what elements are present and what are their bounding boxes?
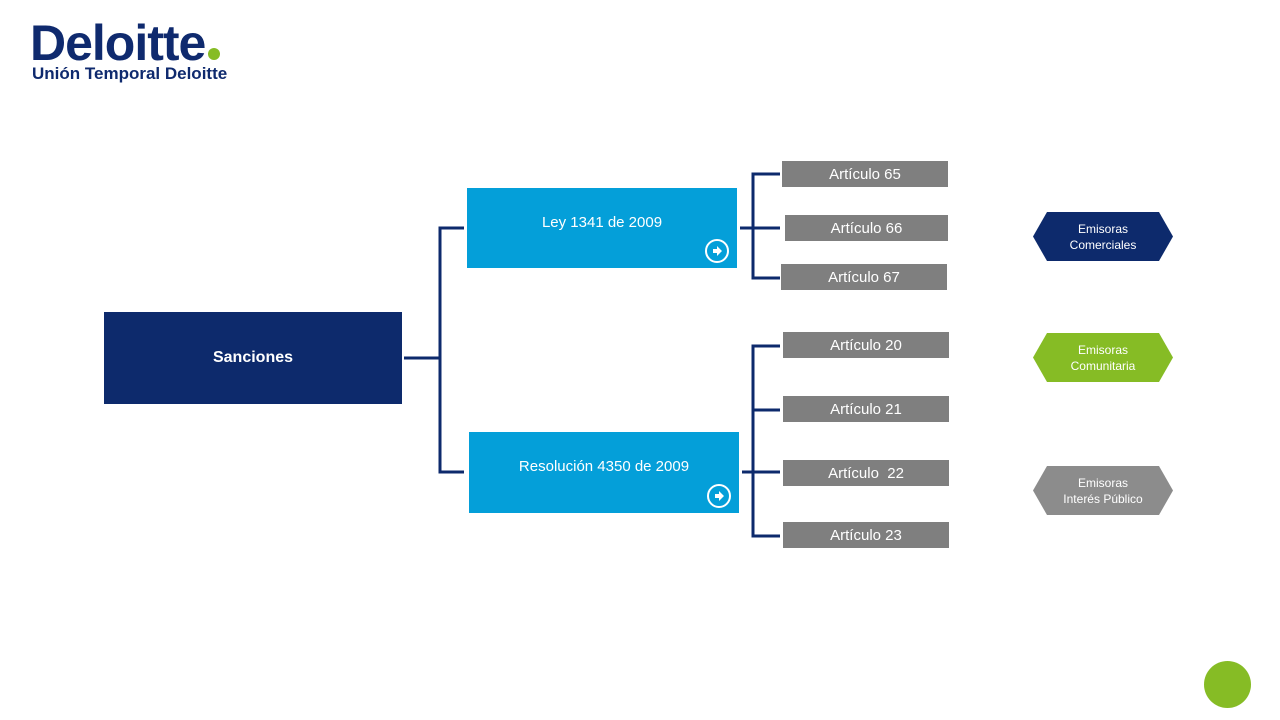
emisora-line1: Emisoras: [1077, 475, 1128, 490]
emisora-line1: Emisoras: [1077, 221, 1128, 236]
law-label: Resolución 4350 de 2009: [518, 458, 690, 475]
emisora-line1: Emisoras: [1077, 342, 1128, 357]
green-dot-icon: [208, 48, 221, 60]
law-box-resolucion-4350[interactable]: Resolución 4350 de 2009: [469, 432, 739, 513]
law-box-ley-1341[interactable]: Ley 1341 de 2009: [467, 188, 737, 268]
circle-arrow-right-icon[interactable]: [707, 484, 731, 508]
law-label: Ley 1341 de 2009: [541, 213, 663, 231]
subtitle: Unión Temporal Deloitte: [32, 64, 228, 83]
deloitte-logo: Deloitte: [30, 14, 221, 72]
logo-text: Deloitte: [30, 15, 206, 71]
article-23-box[interactable]: Artículo 23: [783, 522, 949, 548]
emisora-line2: Comerciales: [1069, 237, 1137, 252]
article-65-box[interactable]: Artículo 65: [782, 161, 948, 187]
article-67-box[interactable]: Artículo 67: [781, 264, 947, 290]
article-21-box[interactable]: Artículo 21: [783, 396, 949, 422]
green-circle-icon: [1204, 661, 1251, 708]
article-22-box[interactable]: Artículo 22: [783, 460, 949, 486]
emisora-line2: Comunitaria: [1070, 358, 1136, 373]
article-66-box[interactable]: Artículo 66: [785, 215, 948, 241]
circle-arrow-right-icon[interactable]: [705, 239, 729, 263]
sanciones-box: Sanciones: [104, 312, 402, 404]
article-20-box[interactable]: Artículo 20: [783, 332, 949, 358]
emisora-line2: Interés Público: [1063, 491, 1143, 506]
